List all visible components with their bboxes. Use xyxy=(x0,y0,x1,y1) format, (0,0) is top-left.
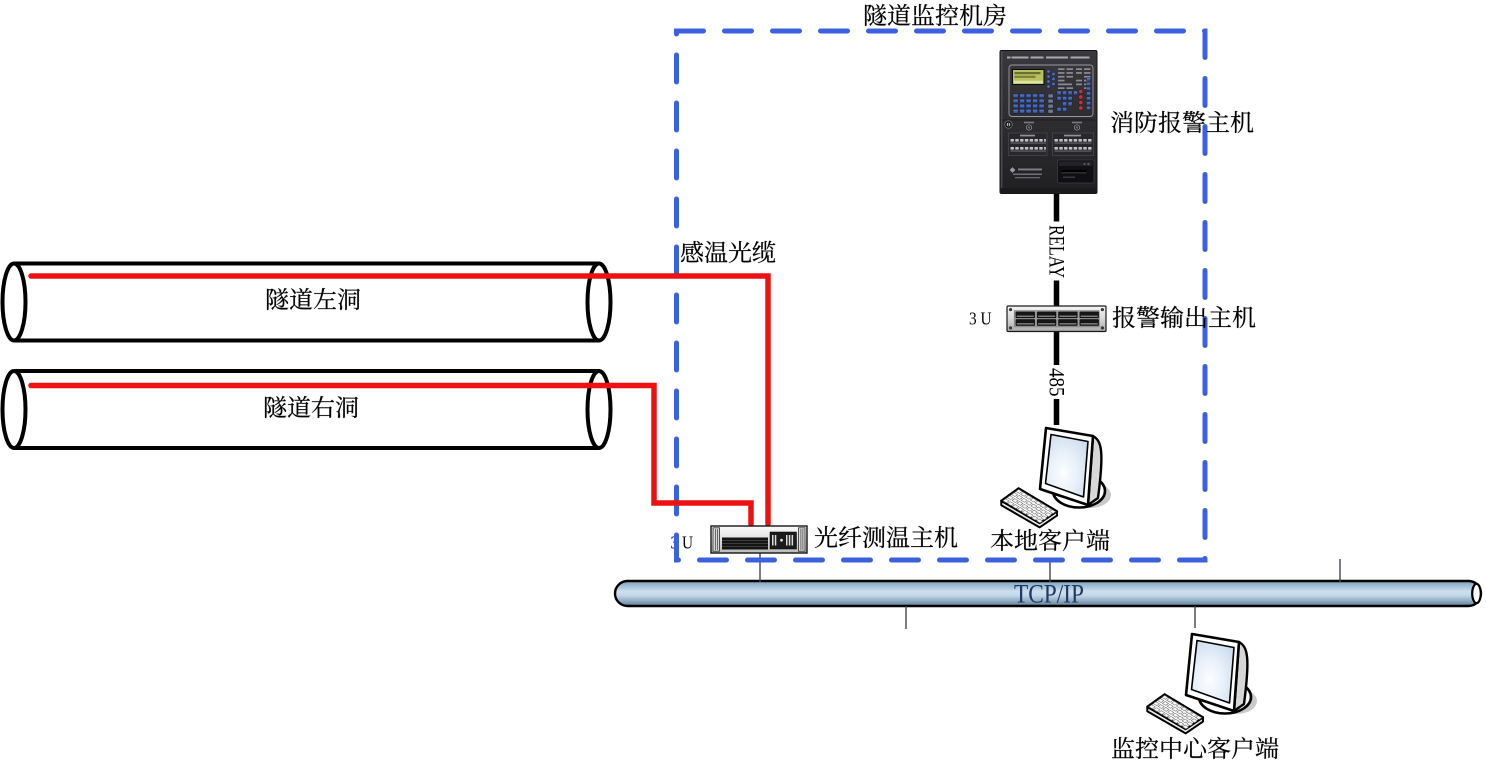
panel-terminal-strips xyxy=(1008,132,1094,156)
alarm-output-host-device xyxy=(1006,305,1107,333)
sensing-cable-label: 感温光缆 xyxy=(680,240,776,265)
tunnel-right-bore xyxy=(0,369,613,450)
fiber-host-right-handle xyxy=(798,527,806,552)
panel-key-lock xyxy=(1004,120,1013,129)
fiber-temp-host-label: 光纤测温主机 xyxy=(814,525,958,550)
center-client-computer xyxy=(1146,632,1259,735)
tunnel-left-bore xyxy=(0,261,613,343)
fire-alarm-host-device xyxy=(999,50,1098,194)
tunnel-right-label: 隧道右洞 xyxy=(263,395,359,420)
alarm-output-terminal-blocks xyxy=(1013,310,1100,328)
tunnel-left-east-portal xyxy=(585,261,613,343)
relay-label-backdrop xyxy=(1045,221,1067,281)
local-client-computer xyxy=(999,426,1113,529)
tunnel-right-east-portal xyxy=(585,369,613,450)
fire-alarm-host-label: 消防报警主机 xyxy=(1110,110,1254,135)
tunnel-right-west-portal xyxy=(0,369,28,450)
fiber-host-indicator-panel xyxy=(769,531,797,550)
panel-zone-keys xyxy=(1056,90,1078,112)
panel-right-keys xyxy=(1086,77,1091,111)
fiber-temp-host-rack-units: 3 U xyxy=(671,532,694,552)
alarm-output-host-rack-units: 3 U xyxy=(969,308,992,328)
panel-brand-marks xyxy=(1009,167,1042,179)
panel-keypad xyxy=(1012,93,1054,114)
fiber-temp-host-device xyxy=(710,525,808,554)
tunnel-right-body xyxy=(14,369,599,450)
panel-switches xyxy=(1024,121,1082,131)
center-client-label: 监控中心客户端 xyxy=(1111,736,1279,761)
rs485-label-backdrop xyxy=(1045,365,1067,399)
tcpip-bus: TCP/IP xyxy=(613,580,1483,609)
fiber-host-left-handle xyxy=(712,527,720,552)
monitoring-room-boundary xyxy=(674,28,1208,563)
cable-right-bore xyxy=(28,382,754,527)
tunnel-left-body xyxy=(14,261,599,343)
panel-printer xyxy=(1057,159,1095,184)
alarm-output-host-label: 报警输出主机 xyxy=(1112,305,1256,330)
bus-drop-lines xyxy=(759,553,1341,629)
panel-indicator-labels xyxy=(1058,68,1091,89)
monitoring-room-title: 隧道监控机房 xyxy=(863,3,1007,28)
cable-left-bore xyxy=(28,273,771,527)
tunnel-left-label: 隧道左洞 xyxy=(265,287,361,312)
relay-link-label: RELAY xyxy=(1045,225,1070,278)
panel-lcd xyxy=(1012,69,1045,85)
sensing-cables xyxy=(28,273,771,527)
relay-link: RELAY xyxy=(1045,194,1070,306)
bus-label: TCP/IP xyxy=(1014,580,1084,609)
rs485-link-label: 485 xyxy=(1045,368,1070,397)
tunnel-left-west-portal xyxy=(0,261,28,343)
rs485-link: 485 xyxy=(1045,331,1070,425)
panel-function-buttons xyxy=(1046,69,1056,89)
local-client-label: 本地客户端 xyxy=(990,528,1110,553)
panel-model-text-marks xyxy=(1007,56,1090,59)
panel-alarm-leds xyxy=(1078,89,1084,111)
bus-pipe-opening xyxy=(1471,582,1482,605)
